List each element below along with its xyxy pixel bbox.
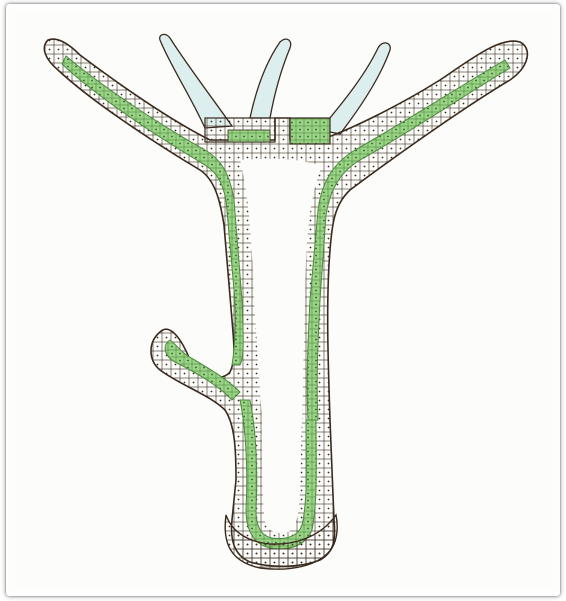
tentacle-middle: [250, 39, 291, 118]
hypostome: [205, 118, 330, 144]
tentacle-left: [160, 34, 232, 128]
endoderm-left-arm: [62, 56, 243, 365]
